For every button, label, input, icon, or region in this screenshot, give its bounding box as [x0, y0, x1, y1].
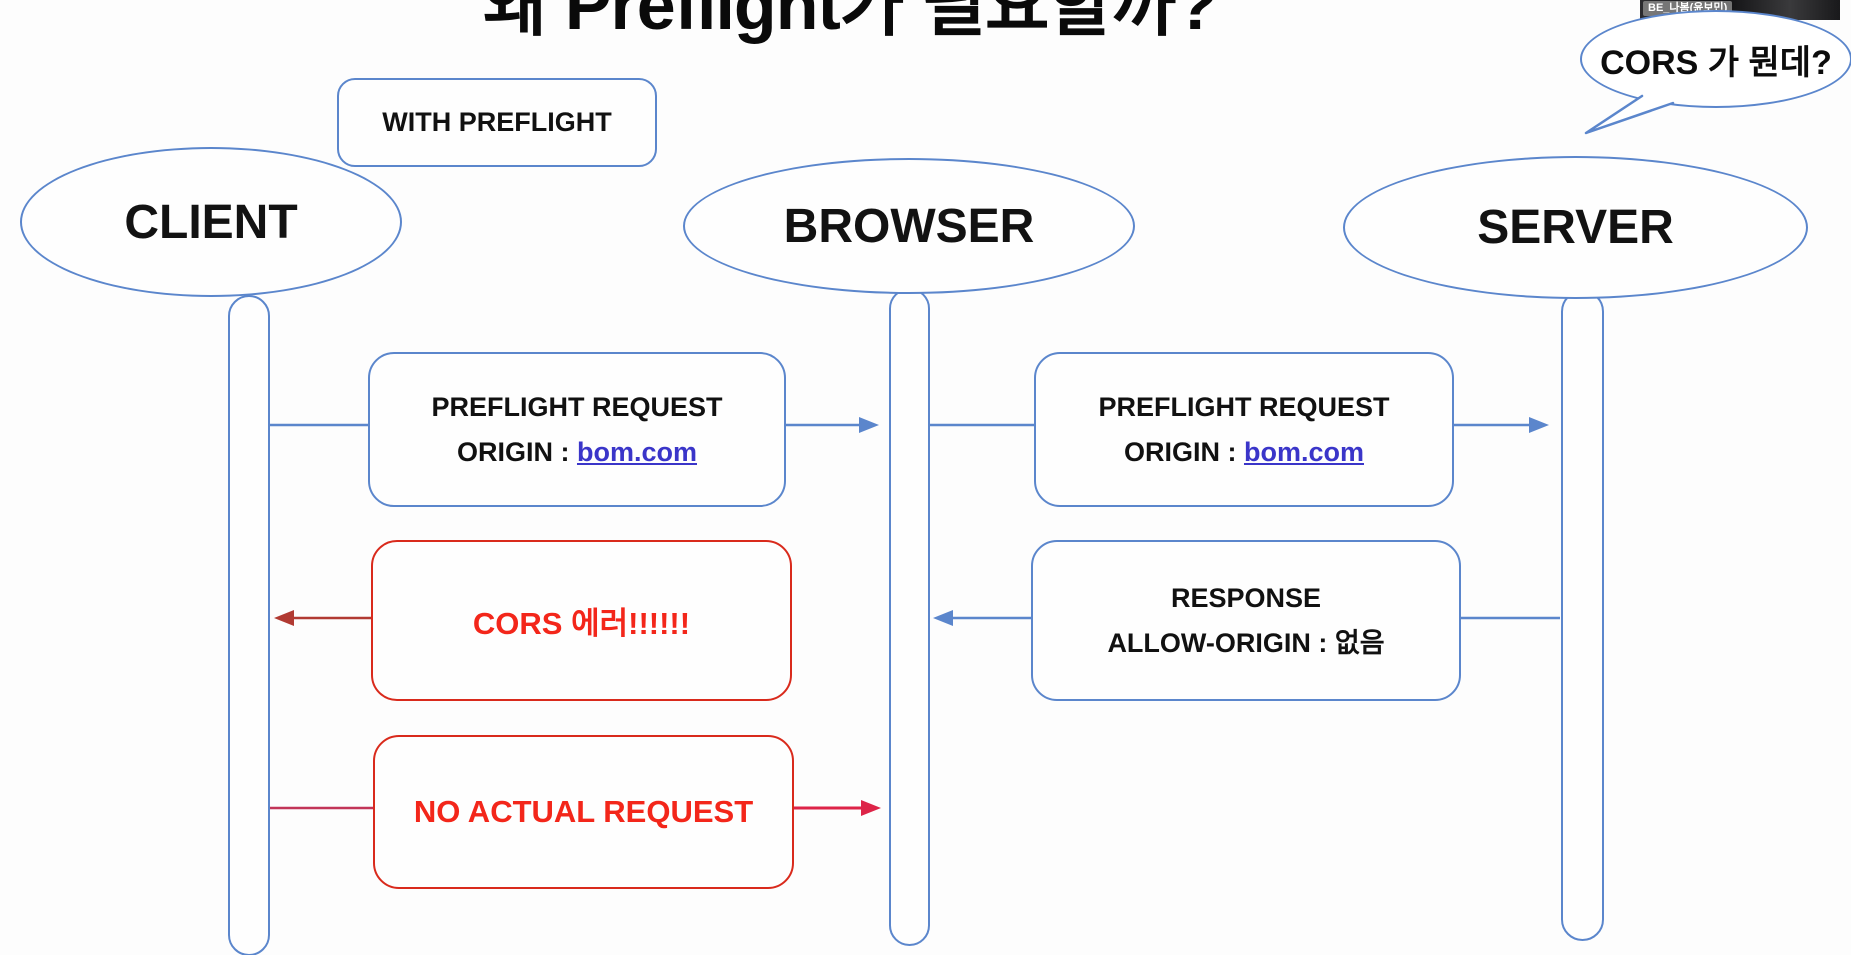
speech-bubble: CORS 가 뭔데? [1580, 10, 1851, 108]
lifeline-server [1561, 290, 1604, 941]
response-line2: ALLOW-ORIGIN : 없음 [1107, 627, 1385, 658]
page-title: 왜 Preflight가 필요할까? [483, 0, 1218, 44]
actor-ellipse-server: SERVER [1343, 156, 1808, 299]
message-box-preflight-request-left: PREFLIGHT REQUEST ORIGIN : bom.com [368, 352, 786, 507]
preflight-left-line1: PREFLIGHT REQUEST [431, 391, 723, 422]
lifeline-browser [889, 288, 930, 946]
message-box-no-actual-request: NO ACTUAL REQUEST [373, 735, 794, 889]
speech-bubble-text: CORS 가 뭔데? [1600, 43, 1832, 82]
arrow-response-to-browser-head [933, 610, 953, 626]
arrow-preflight-to-browser-head [859, 417, 879, 433]
origin-prefix: ORIGIN : [456, 436, 577, 467]
preflight-left-line2: ORIGIN : bom.com [457, 430, 697, 475]
message-box-cors-error: CORS 에러!!!!!! [371, 540, 792, 701]
preflight-right-line1: PREFLIGHT REQUEST [1098, 391, 1390, 422]
origin-link[interactable]: bom.com [1243, 436, 1364, 467]
actor-label-server: SERVER [1477, 201, 1674, 254]
origin-link[interactable]: bom.com [576, 436, 697, 467]
mode-label-box: WITH PREFLIGHT [337, 78, 657, 167]
origin-prefix: ORIGIN : [1123, 436, 1244, 467]
actor-label-client: CLIENT [124, 195, 298, 249]
arrow-cors-error-to-client-head [274, 610, 294, 626]
actor-ellipse-client: CLIENT [20, 147, 402, 297]
preflight-right-line2: ORIGIN : bom.com [1124, 430, 1364, 475]
actor-ellipse-browser: BROWSER [683, 158, 1135, 294]
response-line1: RESPONSE [1170, 582, 1322, 613]
actor-label-browser: BROWSER [783, 199, 1035, 253]
mode-label: WITH PREFLIGHT [382, 107, 612, 137]
cors-error-text: CORS 에러!!!!!! [472, 606, 691, 641]
arrow-no-actual-to-browser-head [861, 800, 881, 816]
lifeline-client [228, 295, 270, 955]
message-box-preflight-request-right: PREFLIGHT REQUEST ORIGIN : bom.com [1034, 352, 1454, 507]
arrow-preflight-to-server-head [1529, 417, 1549, 433]
no-actual-request-text: NO ACTUAL REQUEST [413, 794, 754, 829]
message-box-response: RESPONSE ALLOW-ORIGIN : 없음 [1031, 540, 1461, 701]
